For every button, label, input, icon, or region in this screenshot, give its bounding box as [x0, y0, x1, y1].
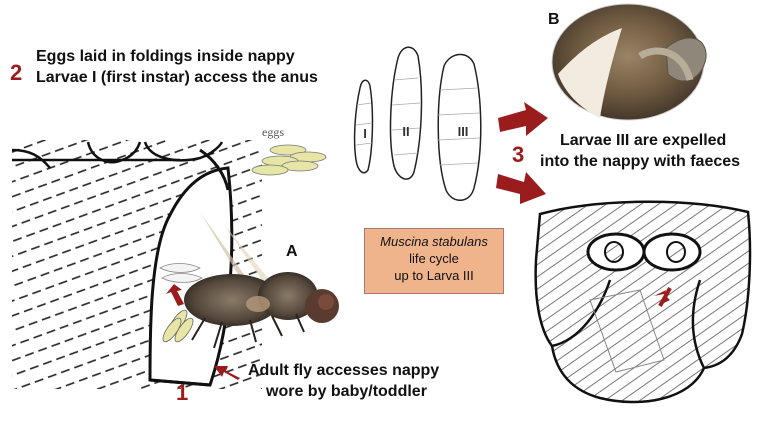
larva-stage-label-2: II	[402, 124, 409, 139]
step-1-line-1: Adult fly accesses nappy	[248, 362, 440, 379]
egg-cluster	[251, 144, 327, 176]
photo-b-label: B	[548, 11, 560, 28]
eggs-on-leg	[159, 263, 203, 343]
box-line-2: life cycle	[409, 251, 459, 266]
larvae-photo	[551, 3, 707, 121]
box-line-3: up to Larva III	[394, 268, 474, 283]
small-arrows	[166, 284, 240, 380]
step-1-number: 1	[176, 380, 189, 405]
species-info-box: Muscina stabulans life cycle up to Larva…	[364, 228, 504, 294]
species-name: Muscina stabulans	[380, 234, 488, 249]
step-2-line-1: Eggs laid in foldings inside nappy	[36, 48, 295, 65]
photo-a-label: A	[286, 243, 298, 260]
step-2-number: 2	[10, 60, 23, 85]
larva-stage-label-1: I	[363, 126, 367, 141]
step-1-line-2: wore by baby/toddler	[266, 383, 427, 400]
nappy-drawing	[534, 200, 752, 404]
eggs-label: eggs	[262, 125, 284, 139]
larva-stage-label-3: III	[458, 124, 469, 139]
step-3-line-1: Larvae III are expelled	[560, 132, 727, 149]
step-3-line-2: into the nappy with faeces	[540, 153, 741, 170]
step-2-line-2: Larvae I (first instar) access the anus	[36, 69, 318, 86]
baby-nappy-drawing	[11, 140, 262, 391]
step-3-number: 3	[512, 142, 525, 167]
big-arrows	[496, 102, 548, 204]
adult-fly-photo	[184, 212, 339, 349]
larva-drawings	[353, 46, 482, 201]
